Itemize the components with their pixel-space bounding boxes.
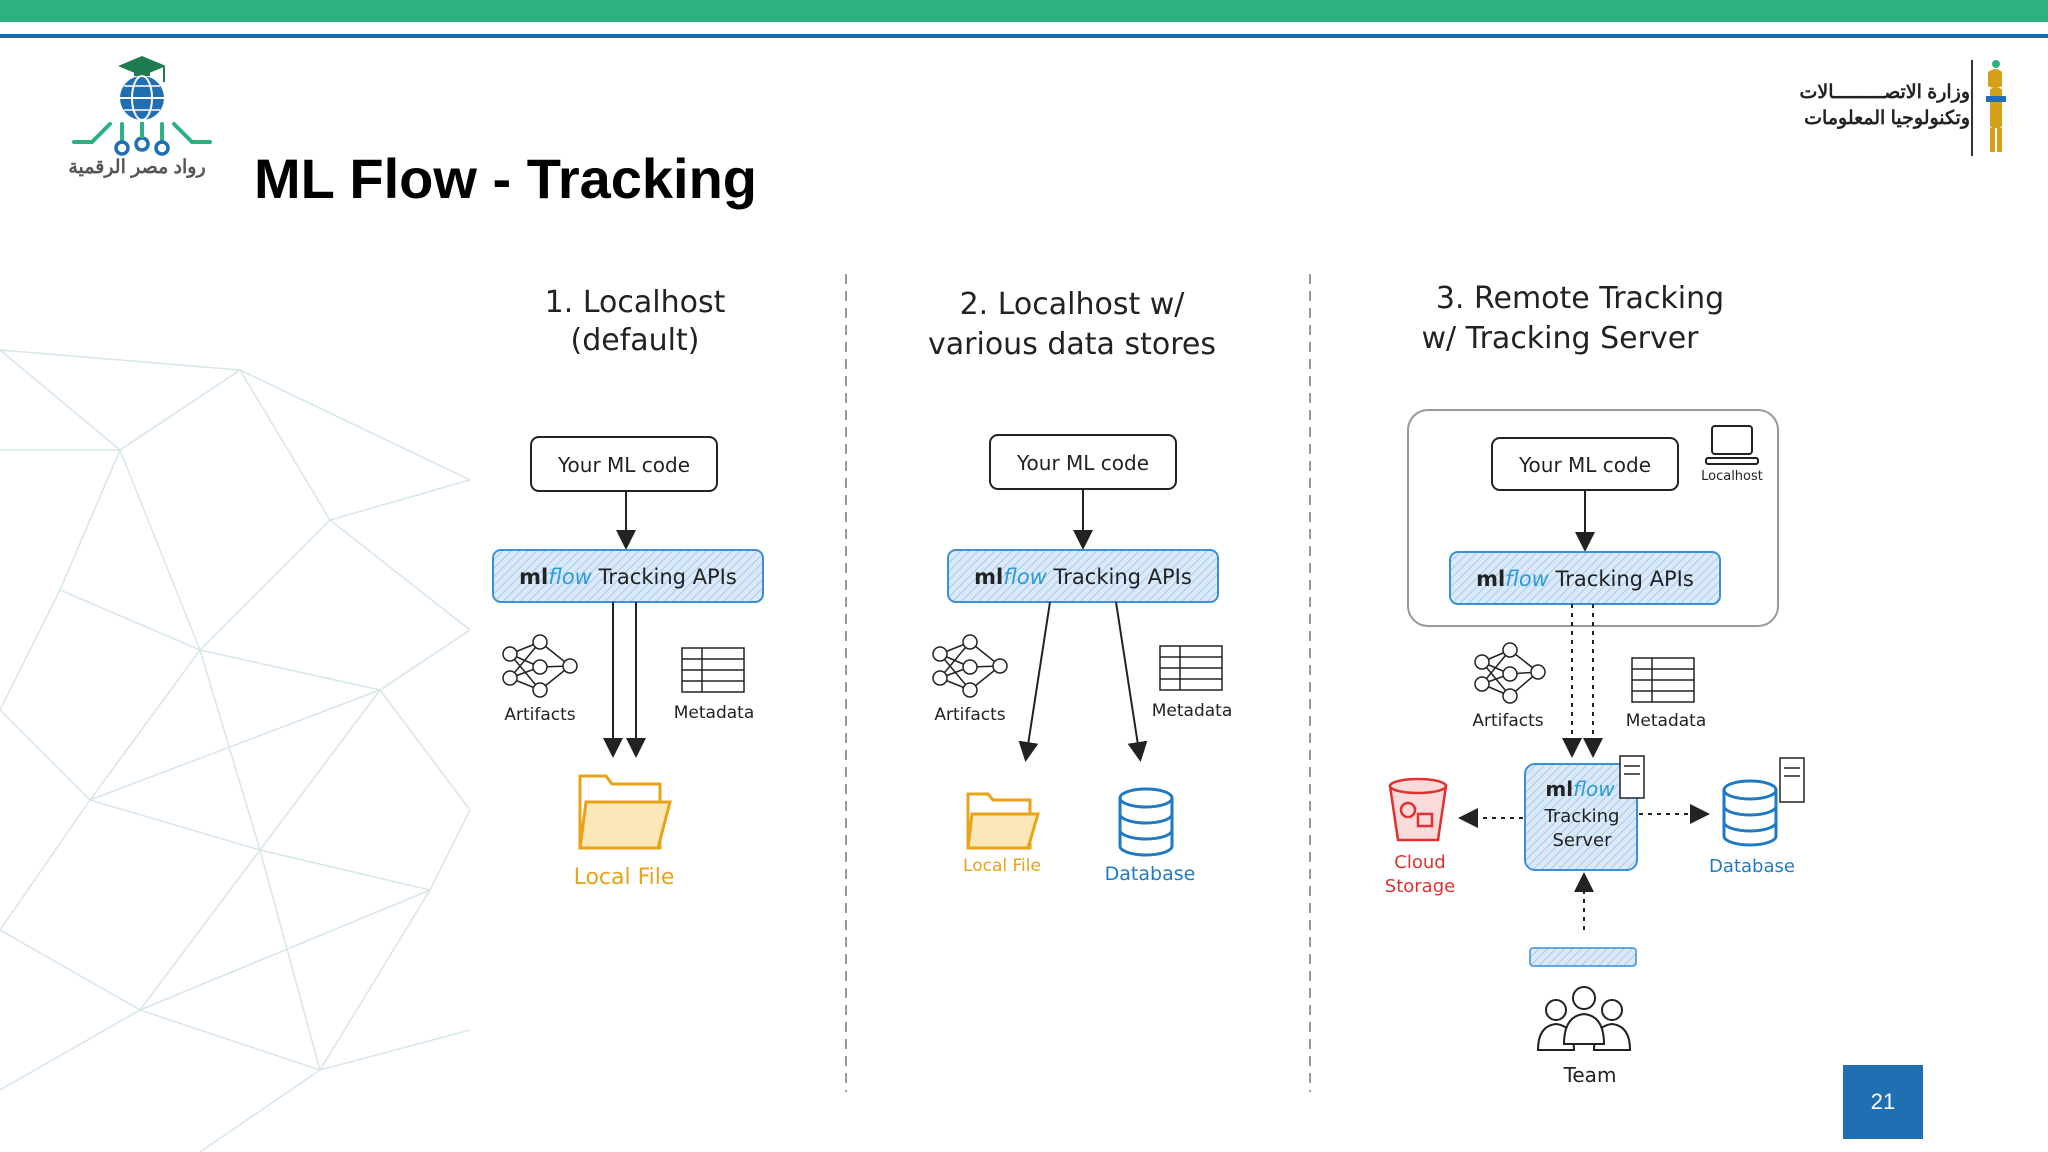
section2-heading-line2: various data stores xyxy=(928,327,1216,362)
section1-api-box xyxy=(492,549,764,603)
section3-cloud-line1: Cloud xyxy=(1394,852,1445,873)
ministry-pharaoh-icon xyxy=(1971,60,2006,156)
section2-code-label: Your ML code xyxy=(1016,451,1149,475)
section3-api-prefix: ml xyxy=(1476,567,1505,591)
section1-metadata-label: Metadata xyxy=(674,703,755,723)
ministry-line-1: وزارة الاتصـــــــــالات xyxy=(1799,82,1970,103)
section1-artifacts-label: Artifacts xyxy=(504,705,575,725)
section1-heading-line1: 1. Localhost xyxy=(545,285,726,320)
logo-left-caption: رواد مصر الرقمية xyxy=(68,157,206,178)
section1-heading-line2: (default) xyxy=(571,323,700,358)
section3-cloud-storage-icon xyxy=(1388,777,1448,842)
background-mesh-decoration xyxy=(0,349,470,1152)
digital-egypt-pioneers-logo xyxy=(72,56,212,156)
page-title: ML Flow - Tracking xyxy=(254,147,758,210)
section-remote-tracking-server: 3. Remote Tracking w/ Tracking Server Yo… xyxy=(1385,281,1805,1087)
section3-tracking-server-box xyxy=(1524,763,1638,871)
section1-code-label: Your ML code xyxy=(557,453,690,477)
ministry-line-2: وتكنولوجيا المعلومات xyxy=(1804,108,1970,129)
section3-database-icon xyxy=(1722,779,1778,847)
section2-api-prefix: ml xyxy=(974,565,1003,589)
mlflow-tracking-diagram: 1. Localhost (default) Your ML code mlfl… xyxy=(492,274,1805,1092)
section2-artifacts-label: Artifacts xyxy=(934,705,1005,725)
section3-db-server-rack-icon xyxy=(1779,757,1805,803)
section3-artifacts-icon xyxy=(1474,642,1546,704)
section2-api-box xyxy=(947,549,1219,603)
section3-server-line2: Tracking xyxy=(1544,806,1620,827)
section3-metadata-label: Metadata xyxy=(1626,711,1707,731)
section3-team-icon xyxy=(1536,986,1632,1051)
section3-api-flow: flow xyxy=(1505,567,1549,591)
section2-folder-icon xyxy=(966,792,1041,850)
section3-server-line3: Server xyxy=(1552,830,1612,851)
section3-localhost-label: Localhost xyxy=(1701,469,1763,484)
section3-metadata-icon xyxy=(1631,657,1695,703)
section-localhost-various-stores: 2. Localhost w/ various data stores Your… xyxy=(928,287,1232,885)
top-green-bar xyxy=(0,0,2048,22)
section3-computer-icon xyxy=(1705,425,1759,465)
section1-api-suffix: Tracking APIs xyxy=(592,565,737,589)
section2-artifacts-icon xyxy=(932,634,1008,698)
section1-api-label: mlflow Tracking APIs xyxy=(519,565,737,589)
ministry-logo-text: وزارة الاتصـــــــــالات وتكنولوجيا المع… xyxy=(1790,80,1970,132)
section3-team-interface-bar xyxy=(1529,947,1637,967)
section3-heading-line2: w/ Tracking Server xyxy=(1422,321,1700,356)
section2-api-flow: flow xyxy=(1003,565,1047,589)
section2-database-label: Database xyxy=(1105,863,1196,885)
section3-server-rack-icon xyxy=(1619,755,1645,799)
section2-api-label: mlflow Tracking APIs xyxy=(974,565,1192,589)
section3-server-prefix: ml xyxy=(1545,777,1573,801)
section2-local-file-label: Local File xyxy=(963,856,1041,876)
page-number: 21 xyxy=(1843,1065,1923,1139)
section3-cloud-line2: Storage xyxy=(1385,876,1455,897)
section2-api-to-file-arrow xyxy=(1018,601,1051,762)
section3-team-label: Team xyxy=(1563,1063,1617,1087)
section3-api-suffix: Tracking APIs xyxy=(1549,567,1694,591)
section1-api-prefix: ml xyxy=(519,565,548,589)
section2-heading-line1: 2. Localhost w/ xyxy=(960,287,1186,322)
section3-server-flow: flow xyxy=(1573,777,1615,801)
section1-metadata-icon xyxy=(681,647,745,693)
section1-api-flow: flow xyxy=(548,565,592,589)
section3-code-label: Your ML code xyxy=(1518,453,1651,477)
section-localhost-default: 1. Localhost (default) Your ML code mlfl… xyxy=(492,285,764,890)
section3-heading-line1: 3. Remote Tracking xyxy=(1436,281,1724,316)
section3-artifacts-label: Artifacts xyxy=(1472,711,1543,731)
section2-metadata-label: Metadata xyxy=(1152,701,1233,721)
section1-folder-icon xyxy=(578,774,672,850)
section2-database-icon xyxy=(1118,787,1174,857)
section1-code-box xyxy=(530,436,718,492)
top-blue-bar xyxy=(0,34,2048,38)
section1-artifacts-icon xyxy=(502,634,578,698)
section3-api-label: mlflow Tracking APIs xyxy=(1476,567,1694,591)
section2-api-suffix: Tracking APIs xyxy=(1047,565,1192,589)
section2-api-to-db-arrow xyxy=(1115,601,1148,762)
section1-local-file-label: Local File xyxy=(574,865,675,890)
section3-database-label: Database xyxy=(1709,856,1795,877)
section3-server-line1: mlflow xyxy=(1545,777,1615,801)
section2-metadata-icon xyxy=(1159,645,1223,691)
section3-api-box xyxy=(1449,551,1721,605)
